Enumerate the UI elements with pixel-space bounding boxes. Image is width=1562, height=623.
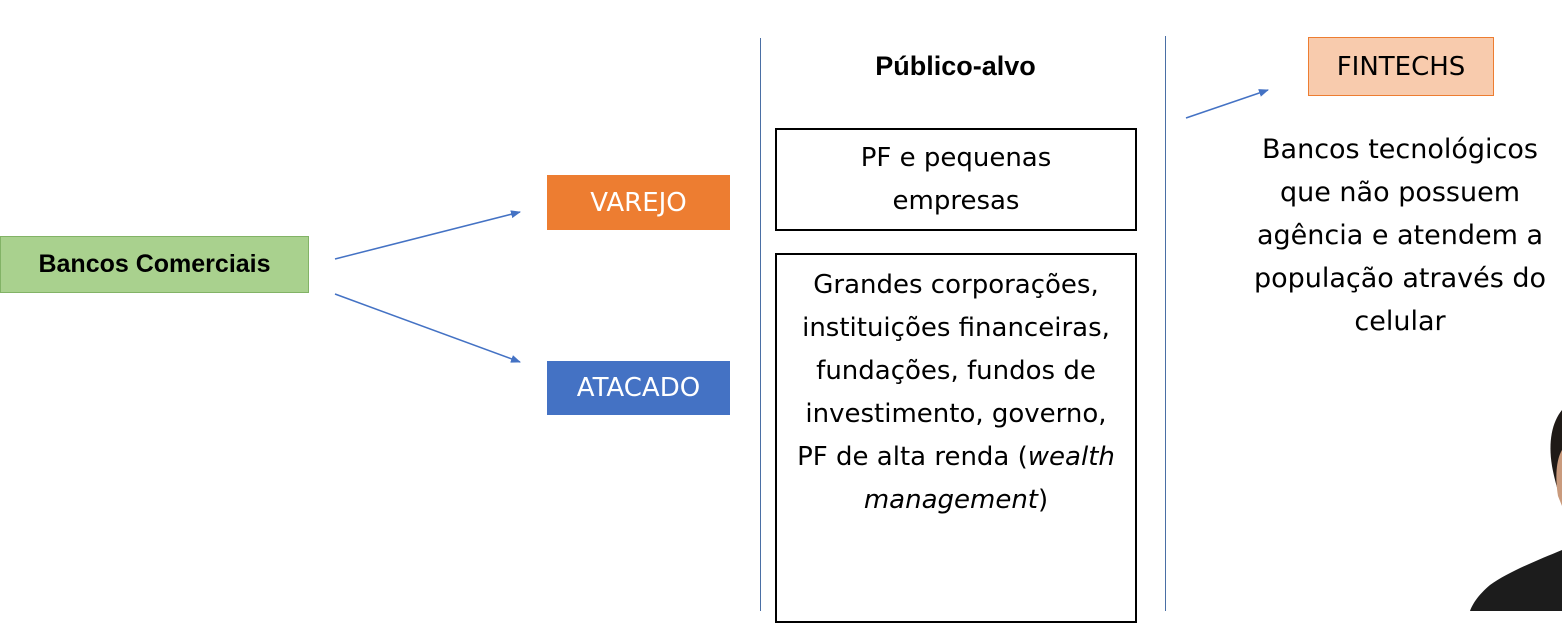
atacado-target-close: ) — [1038, 485, 1049, 515]
atacado-target-box: Grandes corporações, instituições financ… — [775, 253, 1137, 623]
varejo-target-box: PF e pequenas empresas — [775, 128, 1137, 231]
divider-left — [760, 38, 761, 611]
fintechs-description: Bancos tecnológicos que não possuem agên… — [1253, 134, 1547, 337]
bancos-comerciais-box: Bancos Comerciais — [0, 236, 309, 293]
arrow-to-fintechs — [1185, 89, 1269, 119]
arrow-to-atacado — [334, 293, 521, 363]
atacado-target-text: Grandes corporações, instituições financ… — [797, 270, 1110, 472]
atacado-target-italic: wealth management — [863, 442, 1115, 515]
atacado-box: ATACADO — [547, 361, 730, 415]
varejo-target-text: PF e pequenas empresas — [860, 142, 1052, 216]
publico-alvo-title: Público-alvo — [875, 50, 1036, 81]
varejo-box: VAREJO — [547, 175, 730, 230]
presenter-silhouette — [1470, 410, 1562, 611]
divider-right — [1165, 36, 1166, 611]
fintechs-box: FINTECHS — [1308, 37, 1494, 96]
arrow-to-varejo — [334, 210, 521, 260]
